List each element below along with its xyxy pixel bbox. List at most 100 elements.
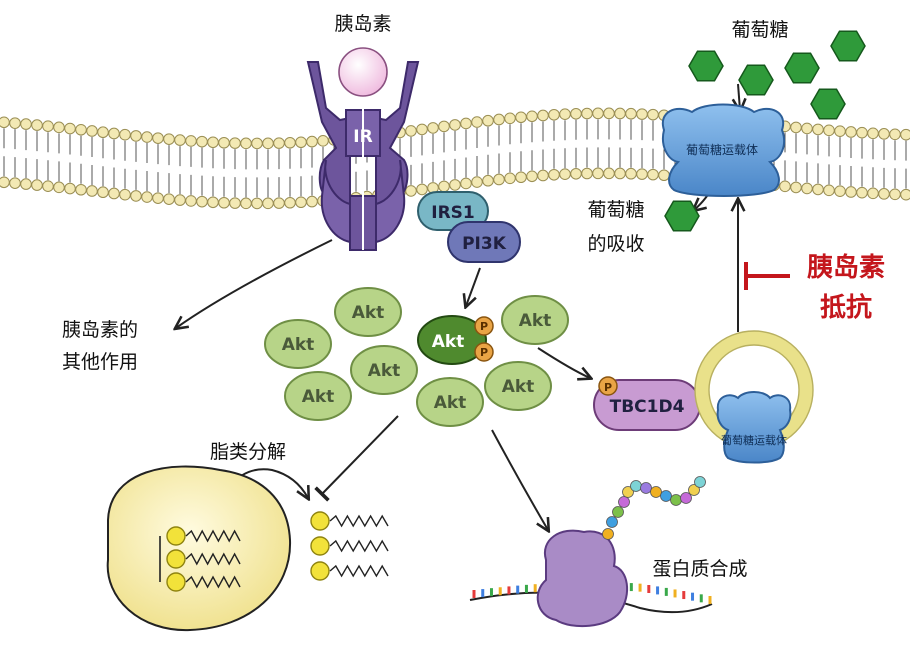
insulin-ball <box>338 47 388 97</box>
akt-label: Akt <box>502 377 535 397</box>
pathway-arrows <box>176 83 740 530</box>
lipid-head <box>449 119 461 131</box>
lipid-head <box>166 526 186 546</box>
lipid-head <box>166 572 186 592</box>
lipid-head <box>603 107 615 120</box>
fatty-acid-chain <box>329 539 389 553</box>
akt-label: Akt <box>519 311 552 331</box>
irs1-node: IRS1 <box>417 191 489 231</box>
lipid-head <box>185 135 197 147</box>
lipid-head <box>614 167 626 180</box>
amino-acid <box>650 486 662 498</box>
lipid-head <box>493 113 505 126</box>
text-labels: 胰岛素 葡萄糖 葡萄糖 的吸收 胰岛素 抵抗 胰岛素的 其他作用 脂类分解 蛋白… <box>62 13 885 580</box>
lipid-head <box>482 174 494 187</box>
lipid-head <box>42 180 54 192</box>
lipid-head <box>779 180 791 193</box>
lipid-head <box>537 169 549 182</box>
lipid-head <box>196 195 208 208</box>
lipid-head <box>878 128 890 140</box>
fat-cell <box>106 465 389 632</box>
lipid-head <box>845 186 857 198</box>
lipid-head <box>229 137 241 149</box>
lipid-head <box>548 168 560 181</box>
fatty-acid-head <box>310 561 330 581</box>
lipid-head <box>262 197 274 210</box>
akt-node: Akt <box>501 295 569 345</box>
akt-node: Akt <box>264 319 332 369</box>
lipid-head <box>790 181 802 194</box>
lipid-head <box>130 130 142 142</box>
lipid-head <box>823 124 835 137</box>
arrow-to-protein-synthesis <box>491 429 548 530</box>
lipid-head <box>537 109 549 122</box>
lipid-head <box>405 125 417 137</box>
amino-acid <box>602 528 614 540</box>
lipid-head <box>559 168 571 181</box>
lipid-head <box>471 116 483 128</box>
lipid-head <box>658 169 670 182</box>
amino-acid <box>606 516 618 528</box>
lipid-head <box>185 195 197 207</box>
lipid-head <box>460 177 472 190</box>
amino-acid <box>612 506 624 518</box>
insulin-receptor: IR <box>306 47 420 251</box>
lipid-head <box>812 123 824 136</box>
ribosome <box>469 476 713 628</box>
lipid-head <box>108 127 120 140</box>
lipid-head <box>119 128 131 141</box>
akt-label: Akt <box>368 361 401 381</box>
lipid-head <box>0 176 10 189</box>
lipid-head <box>823 184 835 197</box>
inhibit-lipolysis <box>314 415 399 502</box>
lipid-head <box>581 167 593 180</box>
lipid-head <box>251 197 263 210</box>
tbc1d4-node: TBC1D4 P <box>593 376 701 431</box>
insulin-resistance-block <box>744 262 790 290</box>
lipid-head <box>878 188 890 200</box>
lipid-head <box>900 128 910 141</box>
pi3k-node: PI3K <box>447 221 521 263</box>
lipid-head <box>449 179 461 191</box>
arrow-pi3k-to-akt <box>466 267 481 306</box>
lipid-head <box>570 167 582 180</box>
lipid-head <box>603 167 615 180</box>
lipid-head <box>163 133 175 145</box>
lipid-head <box>174 134 186 146</box>
glucose-uptake-label-1: 葡萄糖 <box>587 199 644 221</box>
amino-acid <box>670 494 682 506</box>
lipid-head <box>130 190 142 202</box>
svg-text:PI3K: PI3K <box>462 234 507 254</box>
lipid-head <box>405 185 417 197</box>
phospho-akt <box>474 342 494 362</box>
lipid-head <box>166 549 186 569</box>
lipid-head <box>845 126 857 138</box>
lipid-head <box>218 136 230 149</box>
akt-label: Akt <box>302 387 335 407</box>
lipid-head <box>493 173 505 186</box>
lipid-head <box>647 108 659 121</box>
lipid-head <box>152 192 164 204</box>
lipid-head <box>812 183 824 196</box>
fatty-acid-chain <box>185 552 241 566</box>
glucose-hexagon <box>830 30 866 62</box>
svg-text:TBC1D4: TBC1D4 <box>610 397 685 417</box>
lipid-head <box>42 120 54 132</box>
lipid-head <box>867 187 879 200</box>
svg-text:IRS1: IRS1 <box>431 203 475 223</box>
akt-label: Akt <box>352 303 385 323</box>
fatty-acid-chain <box>185 529 241 543</box>
lipid-head <box>163 193 175 205</box>
lipid-head <box>0 116 10 129</box>
svg-text:葡萄糖运载体: 葡萄糖运载体 <box>686 142 758 157</box>
amino-acid <box>694 476 706 488</box>
akt-node: Akt <box>484 361 552 411</box>
lipid-head <box>97 186 109 199</box>
lipid-head <box>790 121 802 134</box>
lipid-head <box>207 136 219 149</box>
arrow-to-other-effects <box>176 239 333 328</box>
lipid-head <box>53 181 65 194</box>
lipid-head <box>559 108 571 121</box>
membrane-glucose-transporter: 葡萄糖运载体 <box>661 103 786 197</box>
lipid-head <box>196 135 208 148</box>
